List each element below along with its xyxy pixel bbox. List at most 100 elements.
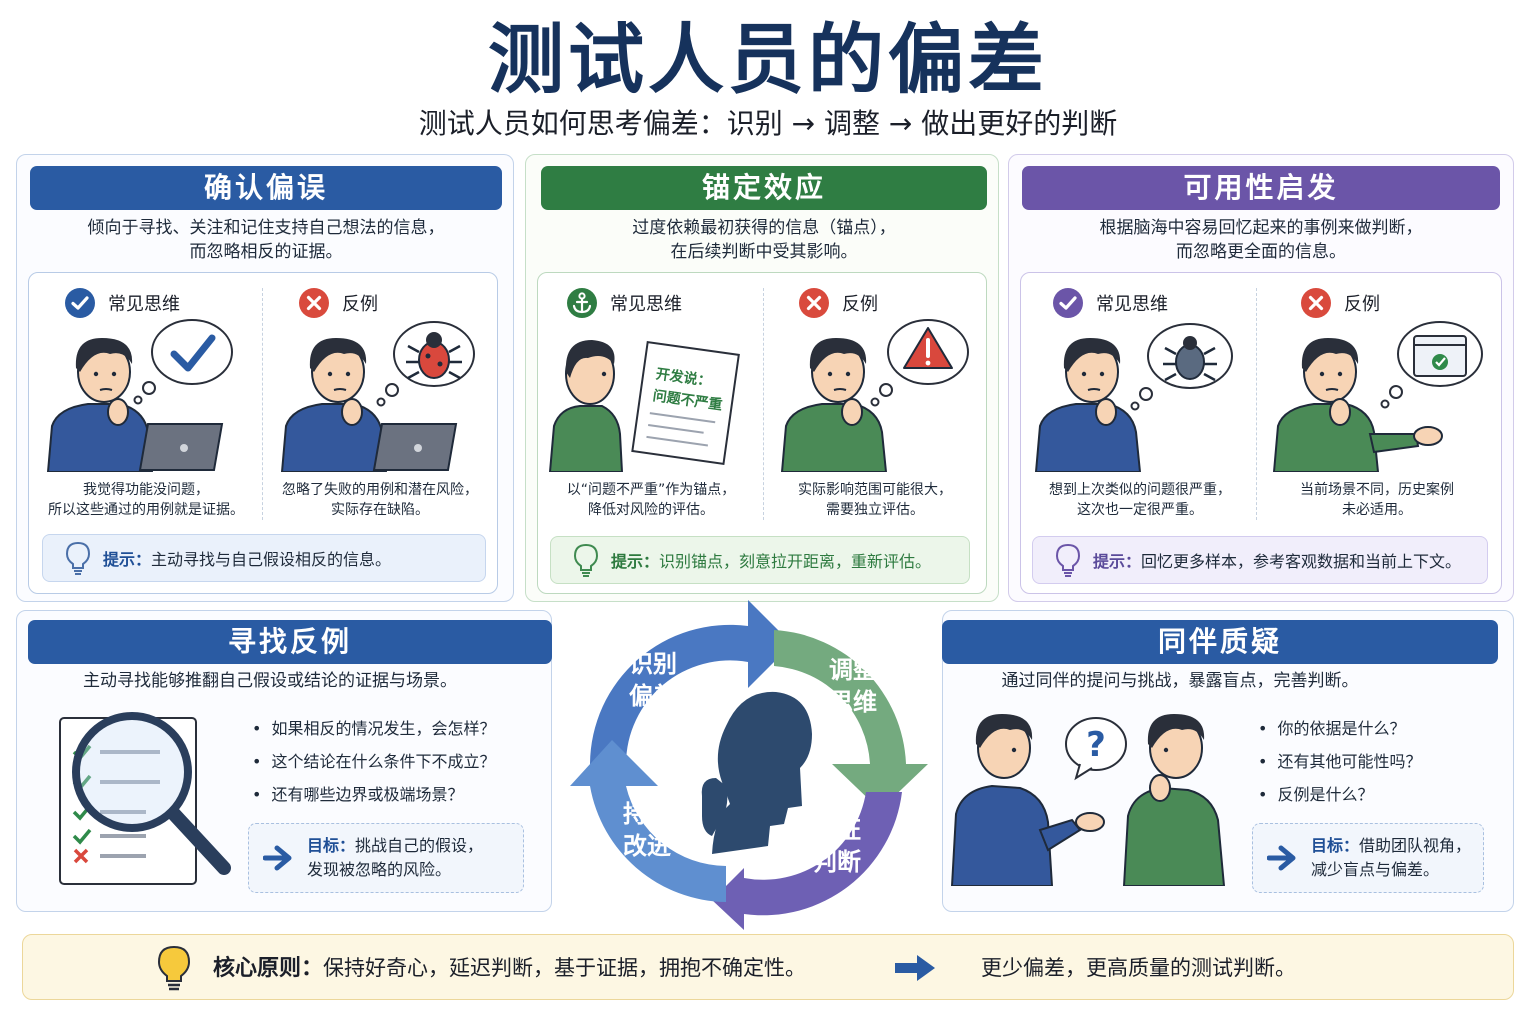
caption-line: 未必适用。 (1342, 502, 1412, 518)
common-thinking-label: 常见思维 (610, 294, 682, 315)
tip-text: 主动寻找与自己假设相反的信息。 (151, 550, 392, 569)
arrow-right-icon (263, 845, 292, 871)
desc-line: 倾向于寻找、关注和记住支持自己想法的信息， (87, 218, 445, 238)
counterexample-desc: 主动寻找能够推翻自己假设或结论的证据与场景。 (83, 671, 457, 691)
magnifier-checklist-illustration (59, 712, 231, 885)
desc-line: 而忽略更全面的信息。 (1176, 242, 1346, 262)
lightbulb-icon (1055, 543, 1081, 577)
confirmation-tip: 提示：主动寻找与自己假设相反的信息。 (42, 534, 486, 582)
column-divider (763, 288, 764, 520)
cycle-step-line: 验证 (813, 816, 861, 844)
question-item: 还有其他可能性吗？ (1258, 745, 1421, 778)
goal-line: 减少盲点与偏差。 (1311, 860, 1440, 879)
caption-line: 以“问题不严重”作为锚点， (566, 482, 736, 498)
caption-line: 需要独立评估。 (826, 502, 924, 518)
counterexample-label: 反例 (342, 294, 378, 315)
availability-counter-header: 反例 (1300, 287, 1380, 319)
core-principle-text: 核心原则：保持好奇心，延迟判断，基于证据，拥抱不确定性。 (213, 953, 806, 984)
confirmation-counter-header: 反例 (298, 287, 378, 319)
caption-line: 所以这些通过的用例就是证据。 (48, 502, 244, 518)
tip-label: 提示： (1093, 552, 1142, 571)
anchoring-counter-caption: 实际影响范围可能很大， 需要独立评估。 (770, 480, 980, 520)
common-thinking-label: 常见思维 (1096, 294, 1168, 315)
anchoring-common-caption: 以“问题不严重”作为锚点， 降低对风险的评估。 (544, 480, 758, 520)
person-thinking-warning-illustration (780, 319, 969, 472)
tip-label: 提示： (103, 550, 152, 569)
desc-line: 根据脑海中容易回忆起来的事例来做判断， (1099, 218, 1423, 238)
question-item: 反例是什么？ (1258, 778, 1421, 811)
cycle-step-line: 判断 (813, 848, 861, 876)
x-circle-icon (1301, 288, 1331, 318)
person-thinking-check-illustration (46, 319, 233, 472)
tip-text: 回忆更多样本，参考客观数据和当前上下文。 (1141, 552, 1462, 571)
question-item: 还有哪些边界或极端场景？ (252, 778, 495, 811)
caption-line: 想到上次类似的问题很严重， (1049, 482, 1231, 498)
confirmation-bias-desc: 倾向于寻找、关注和记住支持自己想法的信息， 而忽略相反的证据。 (30, 216, 502, 264)
arrow-right-icon (1267, 845, 1296, 871)
question-item: 如果相反的情况发生，会怎样？ (252, 712, 495, 745)
arrow-right-icon (895, 955, 935, 981)
anchor-icon (567, 288, 597, 318)
person-thinking-bug-illustration (280, 321, 475, 472)
caption-line: 降低对风险的评估。 (588, 502, 714, 518)
cycle-step-line: 思维 (829, 688, 877, 716)
cycle-step-line: 偏差 (629, 682, 677, 710)
check-circle-icon (65, 288, 95, 318)
goal-label: 目标： (1311, 836, 1360, 855)
tip-text: 识别锚点，刻意拉开距离，重新评估。 (659, 552, 932, 571)
person-remembering-bug-illustration (1034, 323, 1233, 472)
availability-common-header: 常见思维 (1052, 287, 1168, 319)
question-item: 你的依据是什么？ (1258, 712, 1421, 745)
goal-line: 借助团队视角， (1359, 836, 1472, 855)
caption-line: 这次也一定很严重。 (1077, 502, 1203, 518)
caption-line: 实际影响范围可能很大， (798, 482, 952, 498)
lightbulb-icon (573, 543, 599, 577)
anchoring-tip: 提示：识别锚点，刻意拉开距离，重新评估。 (550, 536, 970, 584)
peer-challenge-desc: 通过同伴的提问与挑战，暴露盲点，完善判断。 (1001, 671, 1359, 691)
anchoring-common-illustration: 开发说： 问题不严重 (548, 322, 748, 472)
caption-line: 实际存在缺陷。 (331, 502, 429, 518)
desc-line: 而忽略相反的证据。 (189, 242, 343, 262)
anchoring-header: 锚定效应 (541, 166, 987, 210)
x-circle-icon (299, 288, 329, 318)
confirmation-common-caption: 我觉得功能没问题， 所以这些通过的用例就是证据。 (36, 480, 256, 520)
peer-questions: 你的依据是什么？ 还有其他可能性吗？ 反例是什么？ (1258, 712, 1421, 811)
availability-desc: 根据脑海中容易回忆起来的事例来做判断， 而忽略更全面的信息。 (1022, 216, 1500, 264)
confirmation-common-header: 常见思维 (64, 287, 180, 319)
desc-line: 在后续判断中受其影响。 (670, 242, 858, 262)
peer-challenge-header: 同伴质疑 (942, 620, 1498, 664)
column-divider (262, 288, 263, 520)
cycle-step-identify: 识别 偏差 (614, 648, 692, 712)
question-item: 这个结论在什么条件下不成立？ (252, 745, 495, 778)
tip-label: 提示： (611, 552, 660, 571)
cycle-step-line: 识别 (629, 650, 677, 678)
core-principle-label: 核心原则： (213, 956, 324, 981)
cycle-arrow-identify (590, 600, 792, 764)
cycle-arrow-improve (570, 740, 726, 902)
page-subtitle: 测试人员如何思考偏差：识别 → 调整 → 做出更好的判断 (418, 107, 1118, 140)
counterexample-header: 寻找反例 (28, 620, 552, 664)
confirmation-counter-caption: 忽略了失败的用例和潜在风险， 实际存在缺陷。 (268, 480, 492, 520)
lightbulb-icon (65, 541, 91, 575)
cycle-step-adjust: 调整 思维 (814, 654, 892, 718)
caption-line: 忽略了失败的用例和潜在风险， (282, 482, 478, 498)
peer-discussion-illustration: ? (950, 714, 1226, 886)
caption-line: 我觉得功能没问题， (83, 482, 209, 498)
peer-goal-box: 目标：借助团队视角， 减少盲点与偏差。 (1252, 823, 1484, 893)
goal-line: 挑战自己的假设， (355, 836, 484, 855)
goal-line: 发现被忽略的风险。 (307, 860, 452, 879)
person-gesturing-window-illustration (1272, 321, 1483, 472)
page-title: 测试人员的偏差 (488, 15, 1048, 104)
common-thinking-label: 常见思维 (108, 294, 180, 315)
svg-text:?: ? (1086, 725, 1106, 765)
availability-tip: 提示：回忆更多样本，参考客观数据和当前上下文。 (1032, 536, 1488, 584)
cycle-step-verify: 验证 判断 (798, 814, 876, 878)
availability-header: 可用性启发 (1022, 166, 1500, 210)
core-principle-bar: 核心原则：保持好奇心，延迟判断，基于证据，拥抱不确定性。 更少偏差，更高质量的测… (22, 934, 1514, 1000)
core-principle-result: 更少偏差，更高质量的测试判断。 (981, 956, 1296, 980)
lightbulb-icon (157, 945, 191, 991)
improvement-cycle-diagram (570, 600, 928, 930)
cycle-step-improve: 持续 改进 (608, 798, 686, 862)
counterexample-goal-box: 目标：挑战自己的假设， 发现被忽略的风险。 (248, 823, 524, 893)
